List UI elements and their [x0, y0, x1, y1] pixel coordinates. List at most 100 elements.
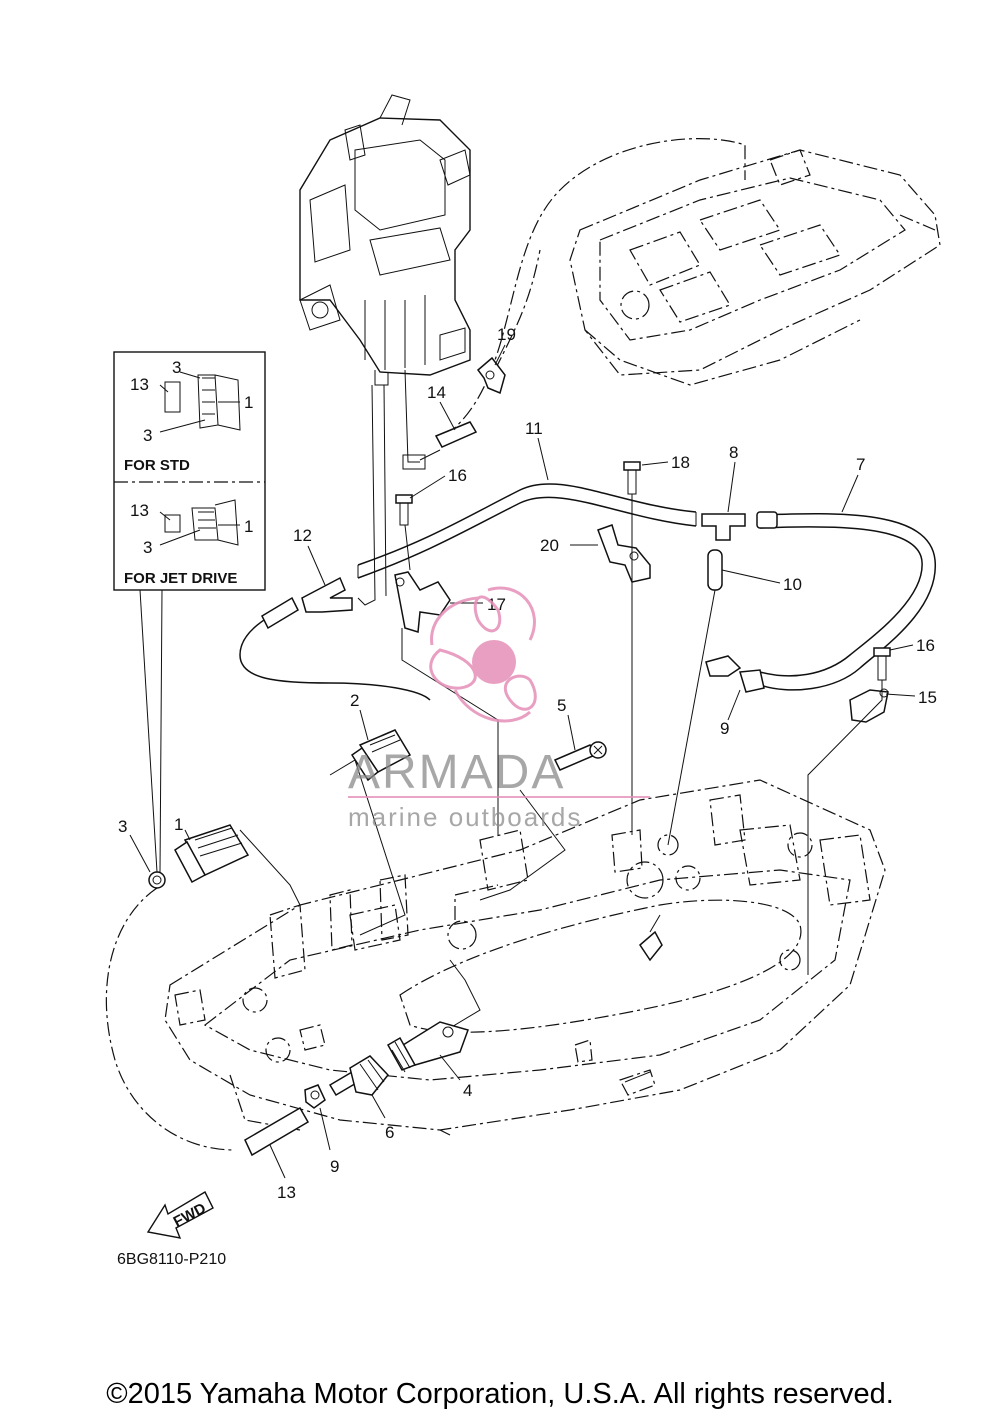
part-18-bolt — [623, 461, 641, 495]
bottom-cowling — [164, 779, 886, 1136]
callout-13: 13 — [277, 1183, 296, 1202]
inset-std-label-3-top: 3 — [172, 358, 181, 377]
part-4-grommet — [386, 1021, 469, 1073]
callout-leader-16b — [889, 644, 914, 651]
callout-8: 8 — [729, 443, 738, 462]
fwd-arrow-icon — [146, 1191, 214, 1239]
part-20-clamp — [597, 524, 651, 583]
part-13-hose — [105, 887, 310, 1157]
callout-16-a: 16 — [448, 466, 467, 485]
leader-17 — [401, 628, 499, 835]
inset-std-label-13: 13 — [130, 375, 149, 394]
diagram-code: 6BG8110-P210 — [117, 1251, 226, 1268]
part-17-clamp — [394, 571, 451, 633]
leader-16b — [807, 680, 883, 975]
fwd-label: FWD — [171, 1200, 209, 1231]
leader-4 — [429, 959, 481, 1041]
callout-2: 2 — [350, 691, 359, 710]
callout-20: 20 — [540, 536, 559, 555]
callout-leader-4 — [439, 1054, 461, 1081]
callout-leader-18 — [641, 461, 669, 466]
callout-15: 15 — [918, 688, 937, 707]
part-14-hose — [434, 421, 478, 448]
propeller-logo-icon — [429, 586, 537, 723]
part-10-hose — [707, 549, 723, 591]
leader-5 — [479, 789, 566, 901]
part-9-clip-lower — [304, 1084, 326, 1109]
callout-leader-14 — [439, 401, 456, 431]
part-16-bolt-a — [395, 494, 413, 526]
callout-leader-9l — [319, 1107, 331, 1151]
inset-jet-caption: FOR JET DRIVE — [124, 570, 237, 587]
inset-std-label-3-bottom: 3 — [143, 426, 152, 445]
callout-6: 6 — [385, 1123, 394, 1142]
inset-std-caption: FOR STD — [124, 457, 190, 474]
callout-4: 4 — [463, 1081, 472, 1100]
part-2-grommet — [350, 729, 412, 782]
watermark: ARMADA marine outboards — [348, 586, 650, 832]
callout-18: 18 — [671, 453, 690, 472]
leader-16a — [404, 524, 411, 571]
callout-leader-10 — [721, 569, 781, 584]
inset-jet-label-1: 1 — [244, 517, 253, 536]
leader-dash-19 — [494, 249, 541, 371]
callout-19: 19 — [497, 325, 516, 344]
callout-14: 14 — [427, 383, 446, 402]
part-12-joint — [301, 576, 353, 613]
part-9-clip-right — [705, 655, 765, 693]
part-11-hose — [357, 483, 697, 579]
callout-11: 11 — [525, 419, 543, 438]
callout-leader-13 — [269, 1144, 286, 1179]
copyright-notice: ©2015 Yamaha Motor Corporation, U.S.A. A… — [106, 1378, 894, 1410]
watermark-brand: ARMADA — [348, 746, 565, 799]
inset-jet-label-3: 3 — [143, 538, 152, 557]
callout-9-lower: 9 — [330, 1157, 339, 1176]
callout-leader-2 — [359, 709, 369, 741]
callout-10: 10 — [783, 575, 802, 594]
part-7-hose — [756, 511, 936, 691]
part-16-bolt-b — [873, 647, 891, 681]
leader-2 — [329, 759, 406, 936]
callout-leader-11 — [537, 437, 549, 481]
part-19-clip — [476, 356, 506, 395]
fitting-lower — [639, 914, 663, 962]
engine-base-cover — [569, 149, 941, 386]
leader-10 — [667, 589, 716, 846]
leader-5b — [454, 884, 499, 920]
callout-leader-6 — [371, 1094, 386, 1119]
watermark-tagline: marine outboards — [348, 802, 582, 832]
inset-jet-label-13: 13 — [130, 501, 149, 520]
inset-box — [113, 351, 266, 873]
leader-1 — [239, 829, 301, 906]
callout-3: 3 — [118, 817, 127, 836]
part-1-grommet — [174, 824, 250, 884]
callout-16-b: 16 — [916, 636, 935, 655]
part-3-clip — [148, 871, 166, 889]
callout-leader-7 — [841, 474, 859, 513]
callout-5: 5 — [557, 696, 566, 715]
hose-left-end — [261, 596, 299, 630]
callout-leader-15 — [885, 693, 916, 697]
callout-leader-5 — [567, 714, 576, 751]
callout-leader-19 — [494, 344, 506, 366]
callout-leader-16a — [409, 475, 446, 499]
fuel-module-assembly — [299, 94, 471, 606]
callout-leader-3 — [129, 834, 151, 873]
callout-7: 7 — [856, 455, 865, 474]
inset-std-label-1: 1 — [244, 393, 253, 412]
callout-1: 1 — [174, 815, 183, 834]
callout-leader-12 — [307, 545, 326, 586]
part-8-joint — [701, 513, 746, 541]
callout-leader-8 — [727, 461, 736, 513]
callout-leader-9r — [727, 689, 741, 721]
hose-left-branch — [239, 604, 431, 701]
leader-dash-14 — [444, 138, 746, 437]
part-6-fitting — [328, 1055, 389, 1097]
callout-9-right: 9 — [720, 719, 729, 738]
part-5-screw — [553, 741, 607, 771]
callout-12: 12 — [293, 526, 312, 545]
callout-leader-1 — [184, 829, 191, 841]
callout-17: 17 — [487, 595, 506, 614]
part-15-clamp — [849, 688, 889, 723]
